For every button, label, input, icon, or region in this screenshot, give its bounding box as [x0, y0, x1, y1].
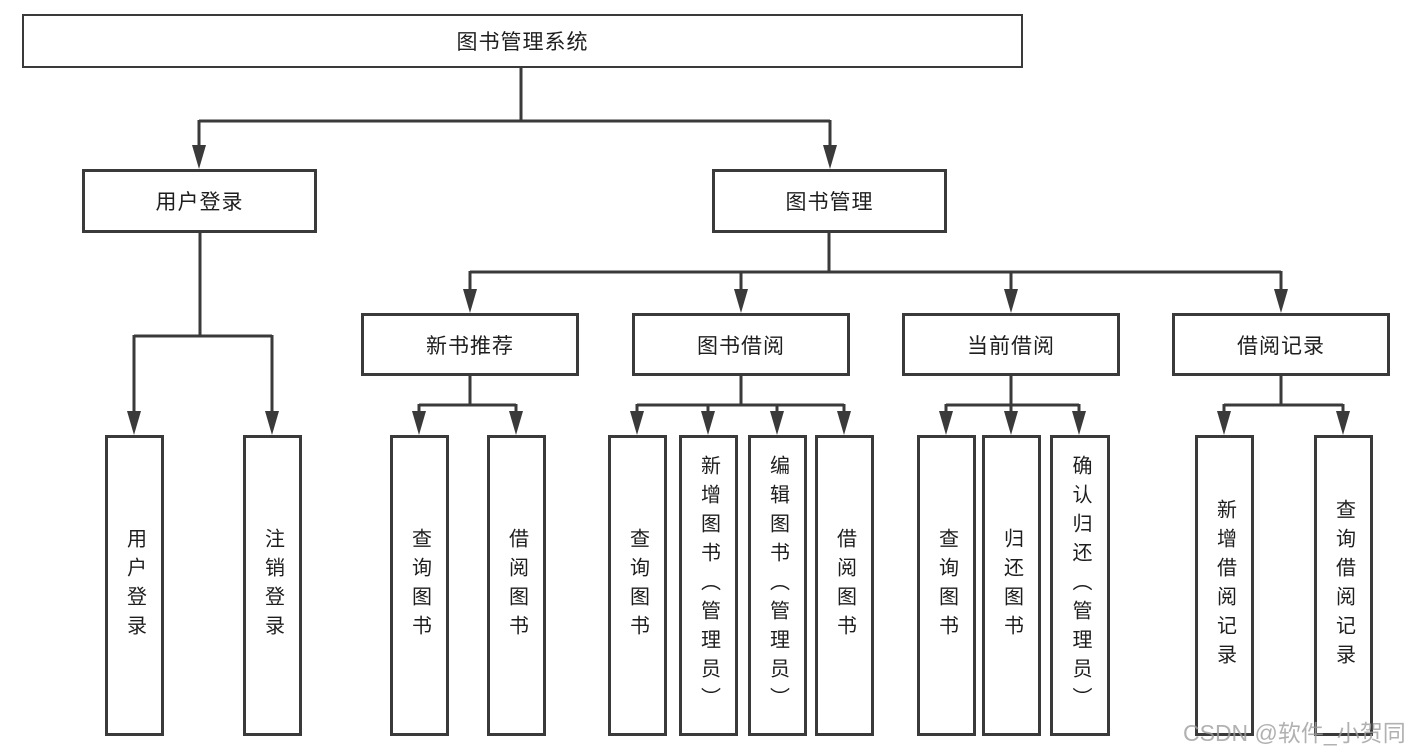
leaf-edit-book-admin: 编辑图书（管理员） [748, 435, 807, 736]
node-label: 借阅图书 [833, 527, 856, 644]
node-label: 新增借阅记录 [1213, 498, 1236, 673]
node-label: 当前借阅 [967, 334, 1055, 358]
leaf-add-borrow-record: 新增借阅记录 [1195, 435, 1254, 736]
node-label: 归还图书 [1000, 527, 1023, 644]
leaf-confirm-return-admin: 确认归还（管理员） [1050, 435, 1110, 736]
node-new-book-recommend: 新书推荐 [361, 313, 579, 376]
node-library-management-system: 图书管理系统 [22, 14, 1023, 68]
node-label: 查询借阅记录 [1332, 498, 1355, 673]
leaf-query-borrow-record: 查询借阅记录 [1314, 435, 1373, 736]
leaf-borrow-books-borrowing: 借阅图书 [815, 435, 874, 736]
leaf-return-book: 归还图书 [982, 435, 1041, 736]
node-user-login: 用户登录 [82, 169, 317, 233]
node-label: 查询图书 [935, 527, 958, 644]
leaf-user-login: 用户登录 [105, 435, 164, 736]
node-label: 图书管理 [785, 191, 874, 214]
leaf-query-books-current: 查询图书 [917, 435, 976, 736]
node-label: 用户登录 [123, 527, 146, 644]
node-label: 借阅记录 [1237, 334, 1325, 358]
leaf-query-books-recommend: 查询图书 [390, 435, 449, 736]
node-label: 查询图书 [408, 527, 431, 644]
node-book-management: 图书管理 [712, 169, 947, 233]
node-current-borrowing: 当前借阅 [902, 313, 1120, 376]
node-label: 新增图书（管理员） [697, 455, 720, 716]
csdn-watermark: CSDN @软件_小贺同学 [1183, 720, 1405, 746]
leaf-logout: 注销登录 [243, 435, 302, 736]
node-label: 确认归还（管理员） [1069, 455, 1091, 716]
node-label: 图书借阅 [697, 334, 785, 358]
node-borrowing-records: 借阅记录 [1172, 313, 1390, 376]
leaf-borrow-books-recommend: 借阅图书 [487, 435, 546, 736]
node-label: 编辑图书（管理员） [766, 455, 789, 716]
node-label: 用户登录 [155, 191, 244, 214]
node-label: 新书推荐 [426, 334, 514, 358]
node-label: 借阅图书 [505, 527, 528, 644]
leaf-query-books-borrowing: 查询图书 [608, 435, 667, 736]
leaf-add-book-admin: 新增图书（管理员） [679, 435, 738, 736]
node-book-borrowing: 图书借阅 [632, 313, 850, 376]
node-label: 查询图书 [626, 527, 649, 644]
node-label: 注销登录 [261, 527, 284, 644]
node-label: 图书管理系统 [456, 31, 589, 54]
